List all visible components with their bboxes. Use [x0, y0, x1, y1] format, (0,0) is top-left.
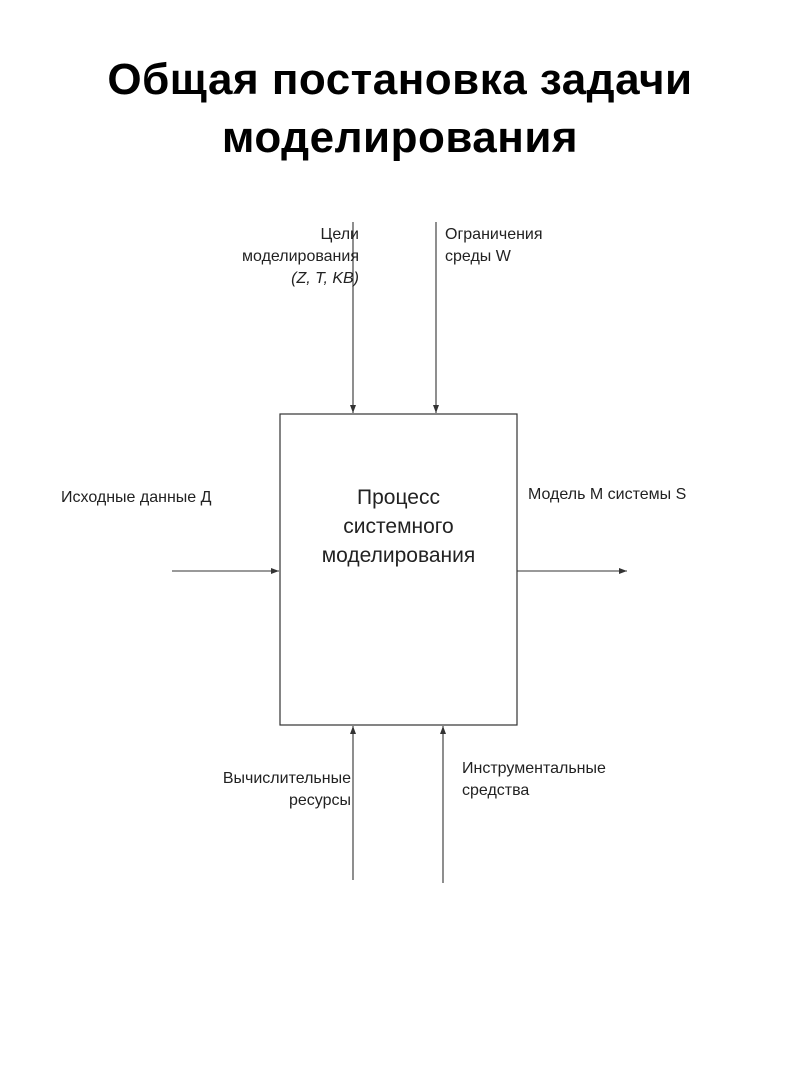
model-output-label: Модель M системы S	[528, 484, 686, 506]
tools-label: Инструментальные средства	[462, 758, 606, 802]
source-data-label: Исходные данные Д	[61, 487, 211, 509]
constraints-label-line-2: среды W	[445, 248, 511, 265]
goals-label-line-3: (Z, T, KB)	[291, 270, 359, 287]
computing-resources-label-line-1: Вычислительные	[222, 770, 351, 787]
process-label-line-2: системного	[343, 515, 454, 538]
title-line-2: моделирования	[221, 113, 579, 163]
process-label-line-1: Процесс	[357, 486, 440, 509]
tools-label-line-2: средства	[462, 782, 530, 799]
tools-label-line-1: Инструментальные	[462, 760, 606, 777]
goals-label-line-2: моделирования	[242, 248, 359, 265]
process-label: Процесс системного моделирования	[280, 483, 517, 570]
title-line-1: Общая постановка задачи	[107, 55, 693, 105]
constraints-label: Ограничения среды W	[445, 224, 543, 268]
source-data-label-line-1: Исходные данные Д	[61, 489, 212, 506]
model-output-label-line-1: Модель M системы S	[528, 486, 687, 503]
computing-resources-label: Вычислительные ресурсы	[170, 768, 351, 812]
process-box-frame	[279, 413, 518, 726]
goals-label: Цели моделирования (Z, T, KB)	[190, 224, 359, 290]
computing-resources-label-line-2: ресурсы	[288, 792, 351, 809]
process-label-line-3: моделирования	[321, 544, 476, 567]
goals-label-line-1: Цели	[320, 226, 359, 243]
constraints-label-line-1: Ограничения	[445, 226, 543, 243]
page-title: Общая постановка задачи моделирования	[0, 51, 800, 167]
